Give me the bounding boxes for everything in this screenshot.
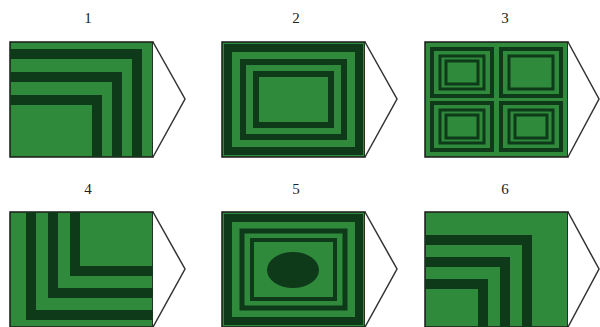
callout-number: 1: [84, 11, 92, 26]
tile-1: [10, 42, 185, 157]
tile-6: [425, 212, 599, 327]
callout-number: 3: [501, 11, 509, 26]
tile-2: [222, 42, 397, 157]
callout-number: 5: [292, 182, 300, 197]
tile-4: [10, 212, 185, 327]
tile-5: [222, 212, 397, 327]
tile-3: [425, 42, 599, 157]
callout-number: 6: [501, 182, 509, 197]
callout-number: 2: [292, 11, 300, 26]
callout-number: 4: [84, 182, 92, 197]
